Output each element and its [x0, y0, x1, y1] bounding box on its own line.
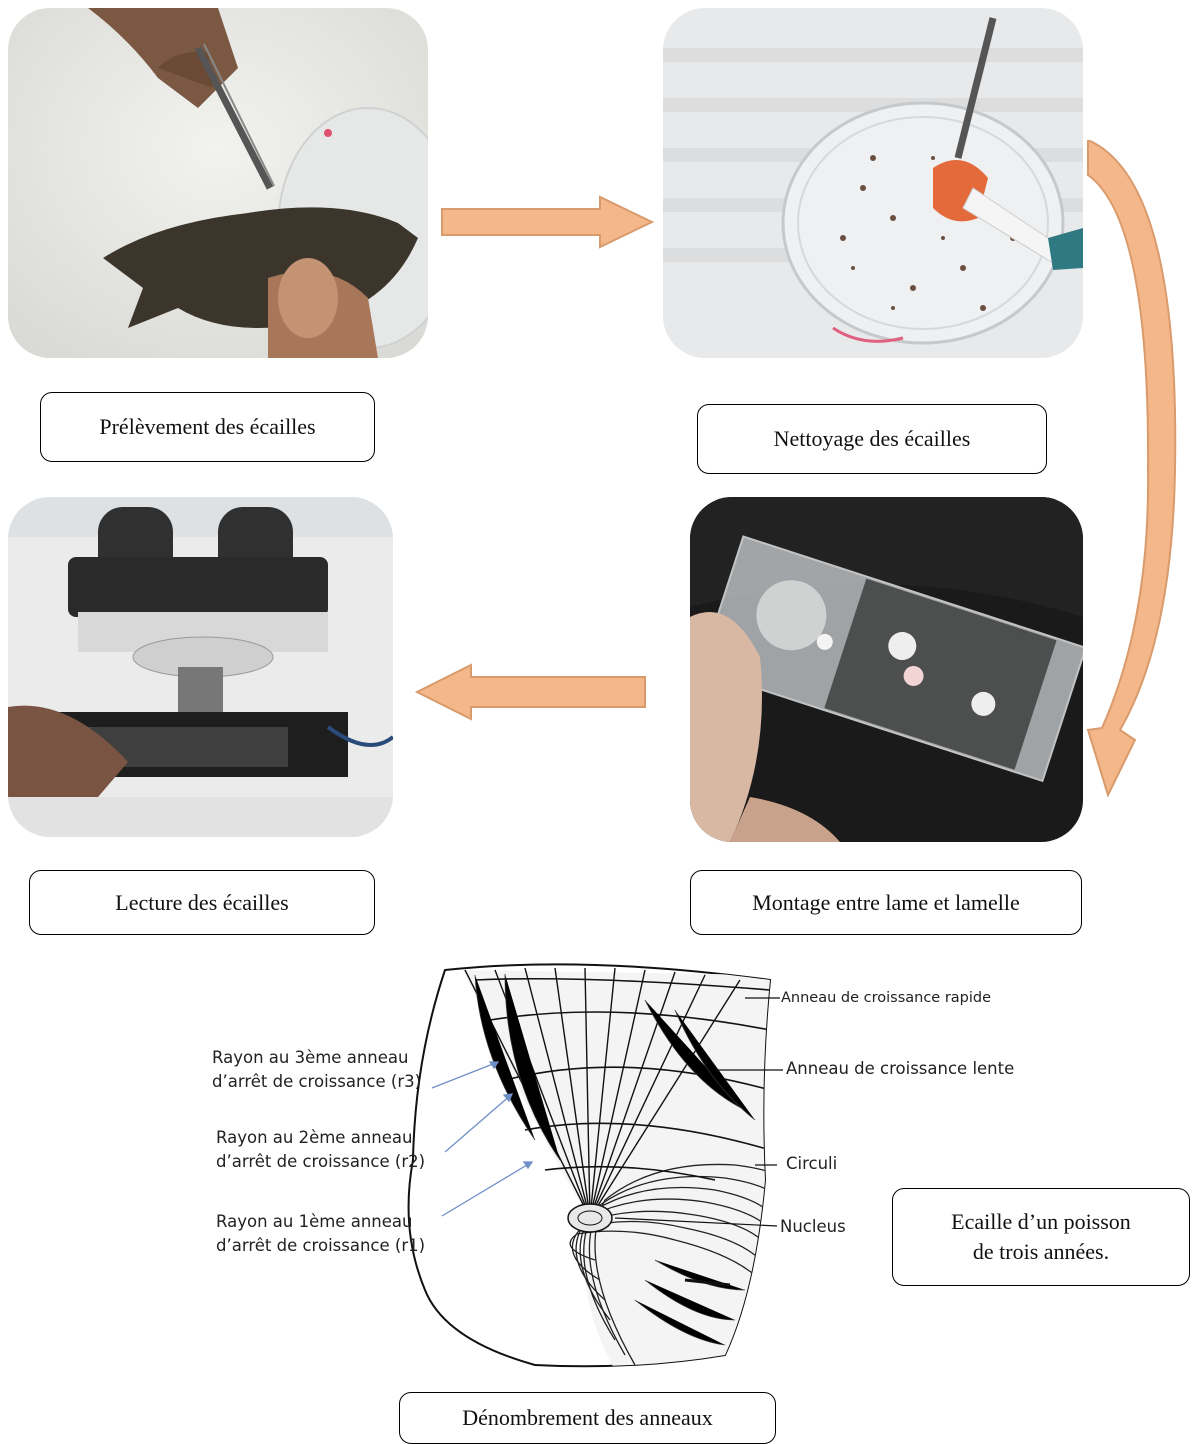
label-nucleus-text: Nucleus [780, 1217, 846, 1236]
label-radius-r3-line1: Rayon au 3ème anneau [212, 1046, 432, 1070]
label-radius-r3-line2: d’arrêt de croissance (r3) [212, 1070, 432, 1094]
label-slow-growth-ring: Anneau de croissance lente [786, 1057, 1014, 1081]
step-label-sampling: Prélèvement des écailles [40, 392, 375, 462]
step-label-cleaning: Nettoyage des écailles [697, 404, 1047, 474]
step-label-mounting-text: Montage entre lame et lamelle [752, 888, 1020, 918]
step-label-sampling-text: Prélèvement des écailles [99, 412, 315, 442]
label-radius-r2-line1: Rayon au 2ème anneau [216, 1126, 436, 1150]
photo-scale-cleaning [663, 8, 1083, 358]
label-slow-growth-ring-text: Anneau de croissance lente [786, 1059, 1014, 1078]
label-nucleus: Nucleus [780, 1215, 846, 1239]
label-radius-r3: Rayon au 3ème anneau d’arrêt de croissan… [212, 1046, 432, 1094]
title-ring-counting-text: Dénombrement des anneaux [462, 1403, 712, 1433]
label-radius-r1-line1: Rayon au 1ème anneau [216, 1210, 436, 1234]
arrow-left [413, 663, 648, 721]
photo-slide-mounting [690, 497, 1083, 842]
label-radius-r1: Rayon au 1ème anneau d’arrêt de croissan… [216, 1210, 436, 1258]
ring-radius-pointers [420, 1060, 540, 1220]
arrow-curved-down [1080, 140, 1185, 800]
label-radius-r2: Rayon au 2ème anneau d’arrêt de croissan… [216, 1126, 436, 1174]
caption-line2: de trois années. [973, 1237, 1109, 1267]
label-circuli: Circuli [786, 1152, 837, 1176]
label-circuli-text: Circuli [786, 1154, 837, 1173]
label-radius-r1-line2: d’arrêt de croissance (r1) [216, 1234, 436, 1258]
caption-three-year-fish-scale: Ecaille d’un poisson de trois années. [892, 1188, 1190, 1286]
label-rapid-growth-ring-text: Anneau de croissance rapide [781, 990, 991, 1006]
arrow-right [440, 195, 655, 250]
photo-scale-sampling [8, 8, 428, 358]
step-label-reading-text: Lecture des écailles [115, 888, 288, 918]
photo-microscope-reading [8, 497, 393, 837]
step-label-mounting: Montage entre lame et lamelle [690, 870, 1082, 935]
label-rapid-growth-ring: Anneau de croissance rapide [781, 988, 991, 1009]
caption-line1: Ecaille d’un poisson [951, 1207, 1131, 1237]
step-label-cleaning-text: Nettoyage des écailles [774, 424, 971, 454]
label-radius-r2-line2: d’arrêt de croissance (r2) [216, 1150, 436, 1174]
title-ring-counting: Dénombrement des anneaux [399, 1392, 776, 1444]
step-label-reading: Lecture des écailles [29, 870, 375, 935]
